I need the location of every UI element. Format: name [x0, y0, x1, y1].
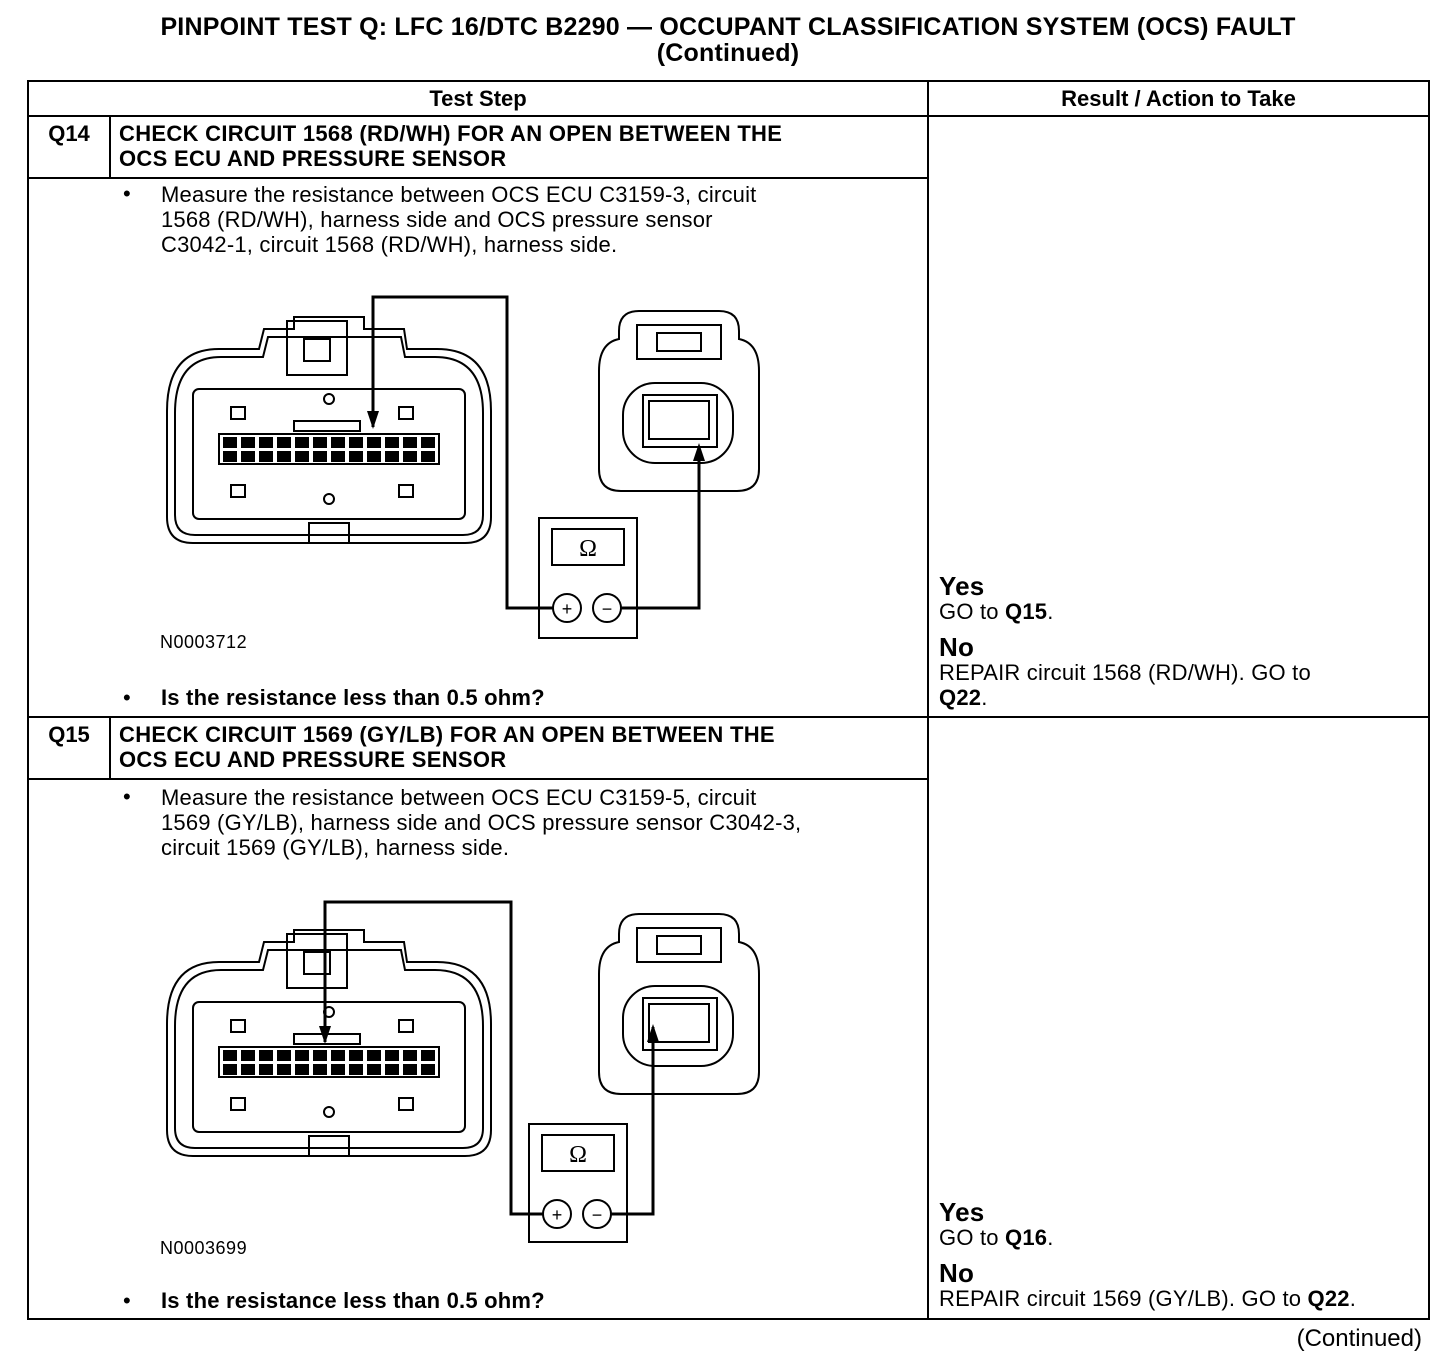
- ecu-pin-row-bottom: [223, 451, 435, 462]
- test-lead-negative: [621, 446, 701, 610]
- step-q15-result-cell: Yes GO to Q16. No REPAIR circuit 1569 (G…: [927, 716, 1431, 1320]
- ecu-pin-row-bottom: [223, 1064, 435, 1075]
- step-q14-heading-row: Q14 CHECK CIRCUIT 1568 (RD/WH) FOR AN OP…: [27, 115, 1431, 718]
- meter-symbol: Ω: [569, 1142, 587, 1168]
- no-action: REPAIR circuit 1568 (RD/WH). GO to Q22.: [939, 660, 1311, 710]
- pressure-sensor-connector-icon: [598, 310, 760, 492]
- bullet: •: [123, 784, 131, 809]
- instruction-text: Measure the resistance between OCS ECU C…: [161, 182, 757, 257]
- title-line-2: (Continued): [656, 39, 800, 67]
- bullet: •: [123, 685, 131, 710]
- ecu-connector-icon: [166, 316, 492, 544]
- col-header-result: Result / Action to Take: [927, 80, 1431, 117]
- table-header-row: Test Step Result / Action to Take: [26, 80, 1431, 117]
- instruction-text: Measure the resistance between OCS ECU C…: [161, 785, 802, 860]
- test-question: Is the resistance less than 0.5 ohm?: [161, 685, 545, 710]
- col-header-test-step: Test Step: [26, 80, 930, 117]
- yes-label: Yes: [939, 571, 985, 601]
- connector-test-diagram: Ω + −: [166, 900, 760, 1243]
- meter-plus: +: [552, 1205, 563, 1225]
- page-title: PINPOINT TEST Q: LFC 16/DTC B2290 — OCCU…: [0, 14, 1456, 66]
- no-label: No: [939, 1258, 975, 1288]
- pinpoint-test-table: Test Step Result / Action to Take Q14 CH…: [26, 80, 1431, 1320]
- step-heading-line-2: OCS ECU AND PRESSURE SENSOR: [119, 146, 507, 171]
- test-lead-positive: [371, 295, 553, 610]
- meter-symbol: Ω: [579, 536, 597, 562]
- step-q14-body: • Measure the resistance between OCS ECU…: [26, 177, 930, 718]
- bullet: •: [123, 1288, 131, 1313]
- yes-target-step[interactable]: Q16: [1005, 1225, 1048, 1250]
- ecu-connector-icon: [166, 929, 492, 1157]
- step-q15-body-row: • Measure the resistance between OCS ECU…: [26, 778, 1429, 1320]
- test-lead-negative: [611, 1027, 655, 1216]
- test-lead-positive: [323, 900, 543, 1216]
- meter-minus: −: [602, 599, 613, 619]
- step-q14-body-row: • Measure the resistance between OCS ECU…: [26, 177, 1429, 718]
- no-label: No: [939, 632, 975, 662]
- step-heading: CHECK CIRCUIT 1568 (RD/WH) FOR AN OPEN B…: [108, 115, 930, 179]
- step-heading-line-2: OCS ECU AND PRESSURE SENSOR: [119, 747, 507, 772]
- step-q15-heading-row: Q15 CHECK CIRCUIT 1569 (GY/LB) FOR AN OP…: [27, 716, 1431, 1320]
- continued-footer: (Continued): [1296, 1325, 1422, 1352]
- no-action: REPAIR circuit 1569 (GY/LB). GO to Q22.: [939, 1286, 1357, 1311]
- yes-action: GO to Q16.: [939, 1225, 1054, 1250]
- meter-plus: +: [562, 599, 573, 619]
- step-heading: CHECK CIRCUIT 1569 (GY/LB) FOR AN OPEN B…: [108, 716, 930, 780]
- step-heading-line-1: CHECK CIRCUIT 1568 (RD/WH) FOR AN OPEN B…: [119, 121, 783, 146]
- step-heading-line-1: CHECK CIRCUIT 1569 (GY/LB) FOR AN OPEN B…: [119, 722, 775, 747]
- title-line-1: PINPOINT TEST Q: LFC 16/DTC B2290 — OCCU…: [160, 13, 1296, 41]
- result-block: Yes GO to Q16. No REPAIR circuit 1569 (G…: [939, 1199, 1356, 1311]
- connector-test-diagram: Ω + −: [166, 295, 760, 639]
- result-block: Yes GO to Q15. No REPAIR circuit 1568 (R…: [939, 573, 1311, 710]
- no-target-step[interactable]: Q22: [939, 685, 982, 710]
- pressure-sensor-connector-icon: [598, 913, 760, 1095]
- yes-action: GO to Q15.: [939, 599, 1054, 624]
- figure-id: N0003699: [160, 1238, 248, 1258]
- meter-minus: −: [592, 1205, 603, 1225]
- ecu-pin-row-top: [223, 437, 435, 448]
- yes-label: Yes: [939, 1197, 985, 1227]
- step-q14-result-cell: Yes GO to Q15. No REPAIR circuit 1568 (R…: [927, 115, 1431, 718]
- yes-target-step[interactable]: Q15: [1005, 599, 1048, 624]
- ecu-pin-row-top: [223, 1050, 435, 1061]
- step-id: Q15: [27, 716, 111, 780]
- no-target-step[interactable]: Q22: [1307, 1286, 1350, 1311]
- bullet: •: [123, 181, 131, 206]
- step-q15-body: • Measure the resistance between OCS ECU…: [26, 778, 930, 1320]
- step-id: Q14: [27, 115, 111, 179]
- test-question: Is the resistance less than 0.5 ohm?: [161, 1288, 545, 1313]
- figure-id: N0003712: [160, 632, 248, 652]
